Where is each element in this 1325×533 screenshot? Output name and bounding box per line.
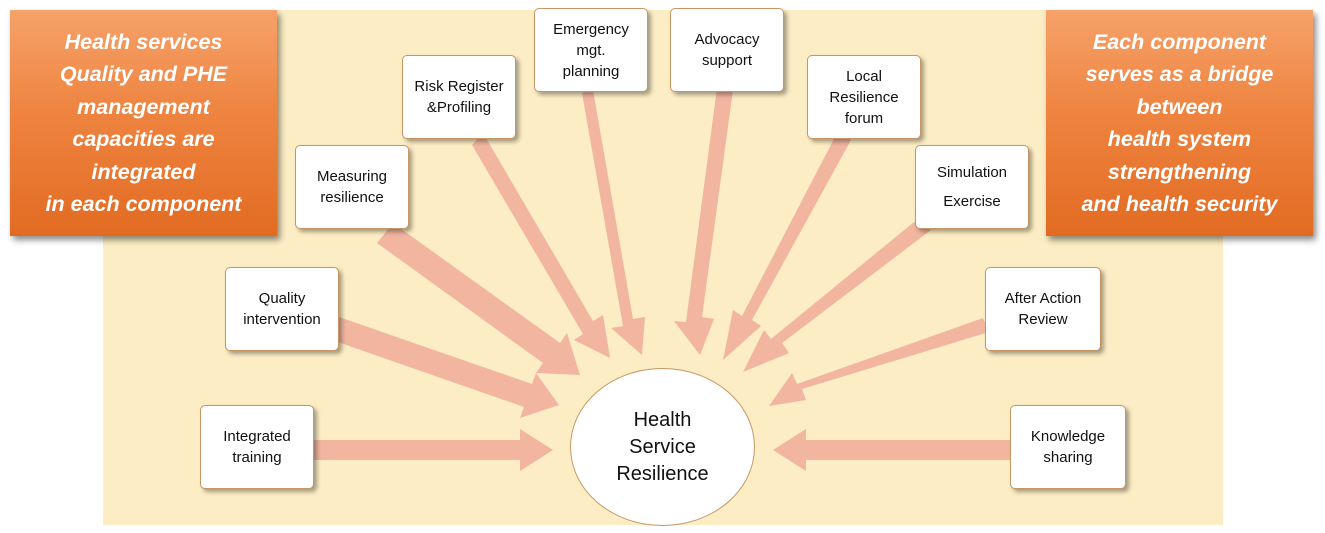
- node-label: Risk Register: [414, 78, 504, 95]
- node-local-resilience-forum: Local Resilience forum: [807, 55, 921, 139]
- node-label: Emergency: [553, 20, 629, 38]
- node-label: resilience: [320, 189, 384, 206]
- left-note-line: Health services: [64, 29, 223, 54]
- node-label: intervention: [243, 311, 321, 328]
- left-note-line: integrated: [91, 159, 196, 184]
- left-note-line: management: [77, 94, 210, 119]
- node-integrated-training: Integrated training: [200, 405, 314, 489]
- arrow-measuring-resilience: [377, 223, 580, 375]
- node-label: Integrated: [223, 428, 291, 445]
- right-note-line: strengthening: [1107, 159, 1252, 184]
- node-knowledge-sharing: Knowledge sharing: [1010, 405, 1126, 489]
- arrow-risk-register: [472, 133, 610, 358]
- arrow-after-action-review: [769, 318, 989, 406]
- center-label: Service: [629, 435, 696, 458]
- node-label: mgt.: [576, 41, 606, 59]
- arrow-integrated-training: [314, 429, 553, 471]
- arrow-simulation-exercise: [743, 218, 931, 372]
- node-risk-register: Risk Register &Profiling: [402, 55, 516, 139]
- right-note-line: health system: [1107, 127, 1252, 151]
- node-label: Quality: [258, 290, 306, 307]
- arrow-advocacy-support: [674, 88, 733, 355]
- node-label: Simulation: [936, 164, 1008, 181]
- arrow-quality-intervention: [332, 317, 559, 418]
- node-label: After Action: [1004, 290, 1082, 307]
- node-label: Resilience: [829, 88, 899, 106]
- node-advocacy-support: Advocacy support: [670, 8, 784, 92]
- node-label: forum: [844, 109, 884, 127]
- center-label: Health: [633, 408, 692, 431]
- node-label: Advocacy: [694, 31, 760, 48]
- node-label: training: [232, 449, 282, 466]
- node-quality-intervention: Quality intervention: [225, 267, 339, 351]
- node-label: Measuring: [316, 168, 388, 185]
- arrow-knowledge-sharing: [773, 429, 1012, 471]
- right-note-line: Each component: [1092, 29, 1267, 54]
- node-emergency-planning: Emergency mgt. planning: [534, 8, 648, 92]
- node-label: Local: [846, 67, 882, 85]
- center-label: Resilience: [616, 462, 709, 485]
- node-label: Knowledge: [1030, 428, 1106, 445]
- right-note-line: between: [1136, 94, 1223, 119]
- left-note-line: in each component: [45, 192, 242, 216]
- node-label: Review: [1018, 311, 1068, 328]
- node-label: planning: [562, 62, 620, 80]
- arrow-emergency-planning: [582, 90, 645, 355]
- arrow-local-resilience-forum: [723, 133, 851, 360]
- center-health-service-resilience: Health Service Resilience: [570, 368, 755, 526]
- node-label: support: [701, 52, 753, 69]
- left-note-line: capacities are: [72, 127, 215, 151]
- node-label: sharing: [1043, 449, 1093, 466]
- node-label: &Profiling: [426, 99, 492, 116]
- node-measuring-resilience: Measuring resilience: [295, 145, 409, 229]
- right-note-box: Each component serves as a bridge betwee…: [1046, 10, 1313, 236]
- left-note-box: Health services Quality and PHE manageme…: [10, 10, 277, 236]
- right-note-line: serves as a bridge: [1085, 62, 1274, 86]
- right-note-line: and health security: [1081, 192, 1278, 216]
- node-simulation-exercise: Simulation Exercise: [915, 145, 1029, 229]
- node-after-action-review: After Action Review: [985, 267, 1101, 351]
- left-note-line: Quality and PHE: [59, 62, 228, 86]
- node-label: Exercise: [943, 193, 1001, 210]
